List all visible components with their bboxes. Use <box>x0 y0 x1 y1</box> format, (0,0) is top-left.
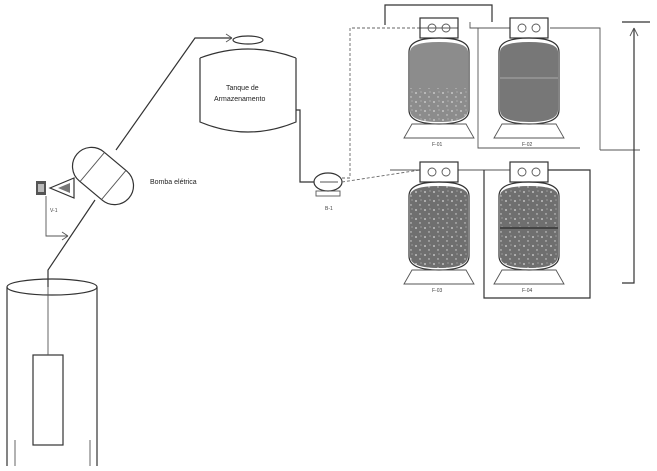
storage-tank: Tanque de Armazenamento <box>199 35 297 133</box>
filter-3-tag: F-03 <box>432 288 443 294</box>
pump-label: Bomba elétrica <box>150 179 197 186</box>
supply-pipe-to-storage <box>115 33 233 151</box>
filter-4-tag: F-04 <box>522 288 533 294</box>
storage-tank-label-2: Armazenamento <box>214 96 265 103</box>
filter-4: F-04 <box>493 161 565 294</box>
filter-piping <box>341 4 650 299</box>
storage-tank-label-1: Tanque de <box>226 85 259 92</box>
pressure-tank <box>71 146 135 206</box>
filter-1-tag: F-01 <box>432 142 443 148</box>
filter-2-tag: F-02 <box>522 142 533 148</box>
valve-gauge: V-1 <box>36 177 75 241</box>
pump-tag: B-1 <box>325 206 333 212</box>
filter-2: F-02 <box>493 17 565 148</box>
filter-1: F-01 <box>403 17 475 148</box>
valve-tag: V-1 <box>50 208 58 214</box>
filter-3: F-03 <box>403 161 475 294</box>
well <box>6 278 98 466</box>
centrifugal-pump: B-1 <box>313 172 343 212</box>
submersible-pump-body <box>32 287 64 446</box>
outlet-pipe <box>296 109 314 183</box>
well-riser-pipe <box>47 199 96 287</box>
